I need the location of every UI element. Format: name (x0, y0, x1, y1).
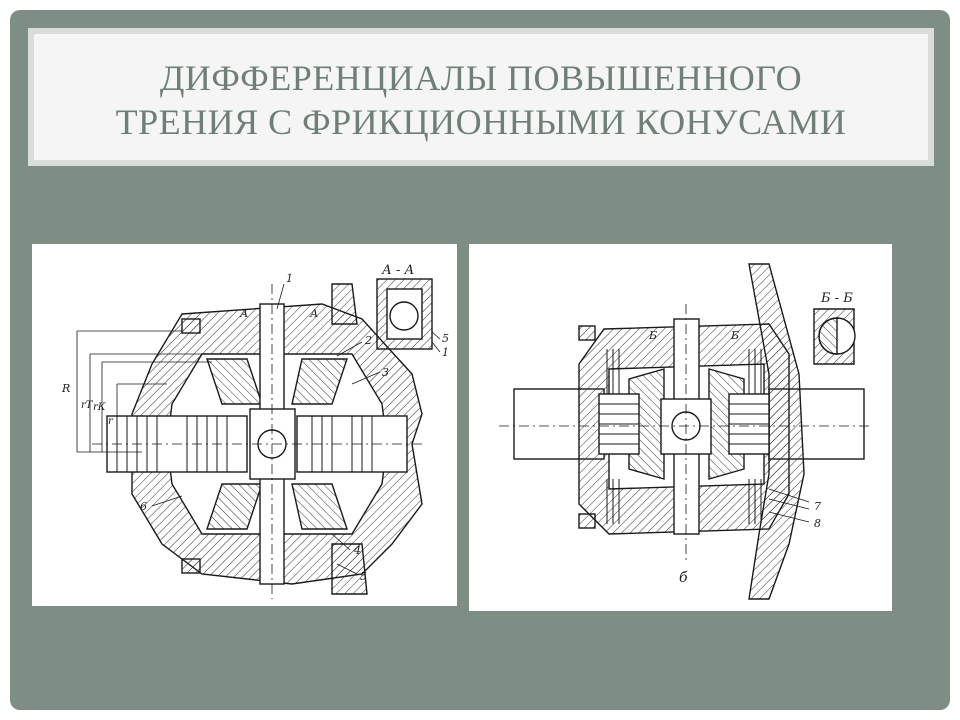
title-line-2: ТРЕНИЯ С ФРИКЦИОННЫМИ КОНУСАМИ (115, 102, 847, 142)
section-label-a: А - А (381, 263, 414, 278)
title-line-1: ДИФФЕРЕНЦИАЛЫ ПОВЫШЕННОГО (159, 58, 803, 98)
slide-frame: ДИФФЕРЕНЦИАЛЫ ПОВЫШЕННОГО ТРЕНИЯ С ФРИКЦ… (10, 10, 950, 710)
callout-6: 6 (140, 500, 147, 513)
section-mark-b-right: Б (730, 329, 739, 342)
figure-b-drawing: Б - Б Б Б 7 8 б (499, 263, 869, 600)
callout-2: 2 (364, 334, 372, 347)
figure-b-caption: б (679, 570, 688, 586)
section-label-b: Б - Б (820, 291, 853, 306)
inset-callout-5: 5 (442, 332, 449, 345)
figure-a-drawing: А - А 5 1 А А 1 2 3 4 5 6 R rТ rК r (61, 263, 449, 599)
callout-1: 1 (286, 272, 293, 285)
inset-callout-1: 1 (442, 346, 449, 359)
callout-3: 3 (382, 366, 389, 379)
section-mark-b-left: Б (648, 329, 657, 342)
section-mark-a-right: А (309, 307, 318, 320)
diagram-figure-b: Б - Б Б Б 7 8 б (469, 244, 892, 611)
dim-rK: rК (93, 402, 106, 413)
callout-5: 5 (360, 570, 367, 583)
callout-7: 7 (814, 500, 821, 513)
dim-r: r (108, 416, 114, 427)
callout-4: 4 (353, 544, 361, 557)
dim-R: R (61, 382, 70, 395)
callout-8: 8 (814, 517, 821, 530)
diagram-figure-a: А - А 5 1 А А 1 2 3 4 5 6 R rТ rК r (32, 244, 457, 606)
section-mark-a-left: А (239, 307, 248, 320)
title-box: ДИФФЕРЕНЦИАЛЫ ПОВЫШЕННОГО ТРЕНИЯ С ФРИКЦ… (28, 28, 934, 166)
dim-rT: rТ (81, 400, 94, 411)
slide-title: ДИФФЕРЕНЦИАЛЫ ПОВЫШЕННОГО ТРЕНИЯ С ФРИКЦ… (34, 56, 928, 144)
